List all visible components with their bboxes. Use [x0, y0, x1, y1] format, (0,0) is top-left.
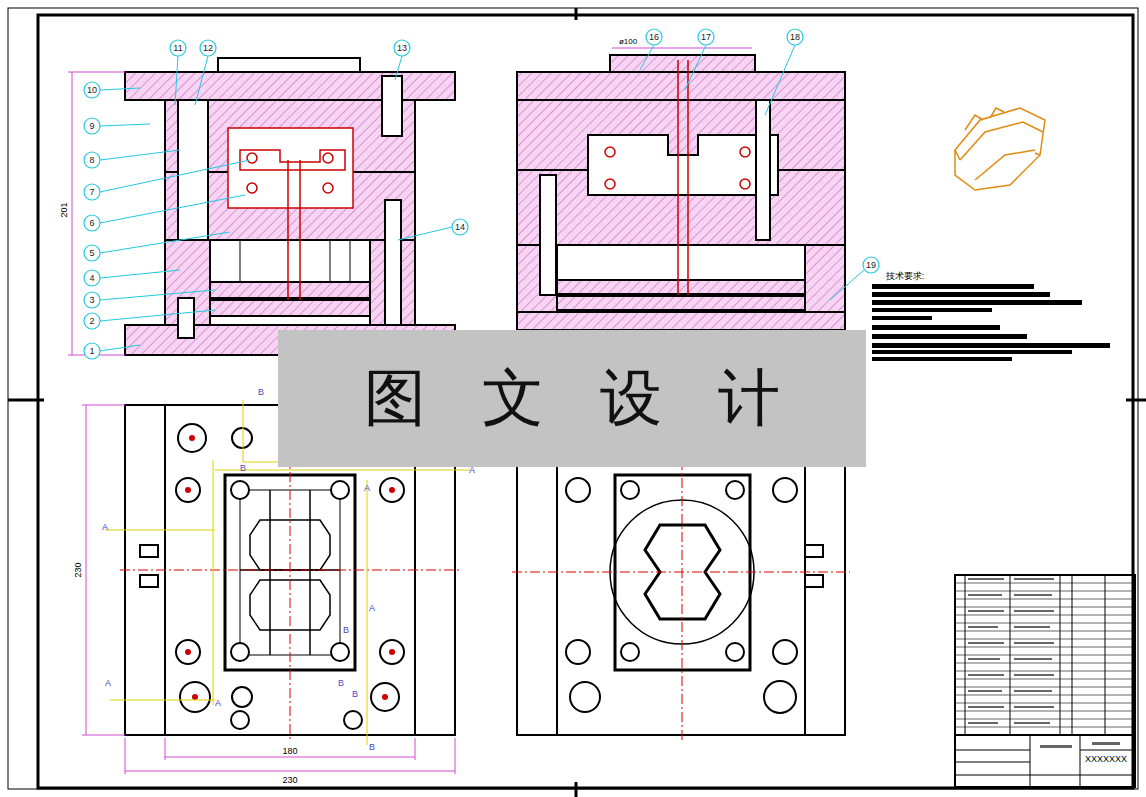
section-marker: A [102, 523, 108, 532]
section-marker: A [105, 679, 111, 688]
callout-number: 1 [89, 347, 94, 356]
callout-number: 6 [89, 219, 94, 228]
watermark-text: 图文设计 [309, 364, 836, 432]
callout-number: 10 [87, 86, 97, 95]
watermark-band: 图文设计 [278, 330, 866, 467]
callout-number: 9 [89, 122, 94, 131]
callout-number: 19 [866, 261, 876, 270]
section-marker: A [364, 484, 370, 493]
drawing-number: XXXXXXX [1085, 755, 1127, 764]
callout-number: 17 [701, 33, 711, 42]
callout-number: 13 [397, 44, 407, 53]
section-marker: B [343, 626, 349, 635]
dimension: 201 [60, 202, 69, 217]
callout-number: 2 [89, 317, 94, 326]
callout-number: 4 [89, 274, 94, 283]
section-marker: B [369, 743, 375, 752]
section-marker: B [352, 690, 358, 699]
dimension: 180 [282, 747, 297, 756]
note-heading: 技术要求: [886, 272, 925, 281]
section-marker: B [338, 679, 344, 688]
callout-number: 7 [89, 188, 94, 197]
section-marker: B [240, 464, 246, 473]
callout-number: 3 [89, 296, 94, 305]
dimension: 230 [282, 776, 297, 785]
callout-number: 18 [790, 33, 800, 42]
callout-number: 12 [203, 44, 213, 53]
section-marker: A [215, 699, 221, 708]
callout-number: 11 [173, 44, 182, 53]
section-marker: B [258, 388, 264, 397]
callout-number: 5 [89, 249, 94, 258]
dimension: ø100 [619, 38, 637, 46]
section-marker: A [369, 604, 375, 613]
dimension: 230 [74, 562, 83, 577]
callout-number: 8 [89, 156, 94, 165]
callout-number: 16 [649, 33, 659, 42]
callout-number: 14 [455, 223, 465, 232]
